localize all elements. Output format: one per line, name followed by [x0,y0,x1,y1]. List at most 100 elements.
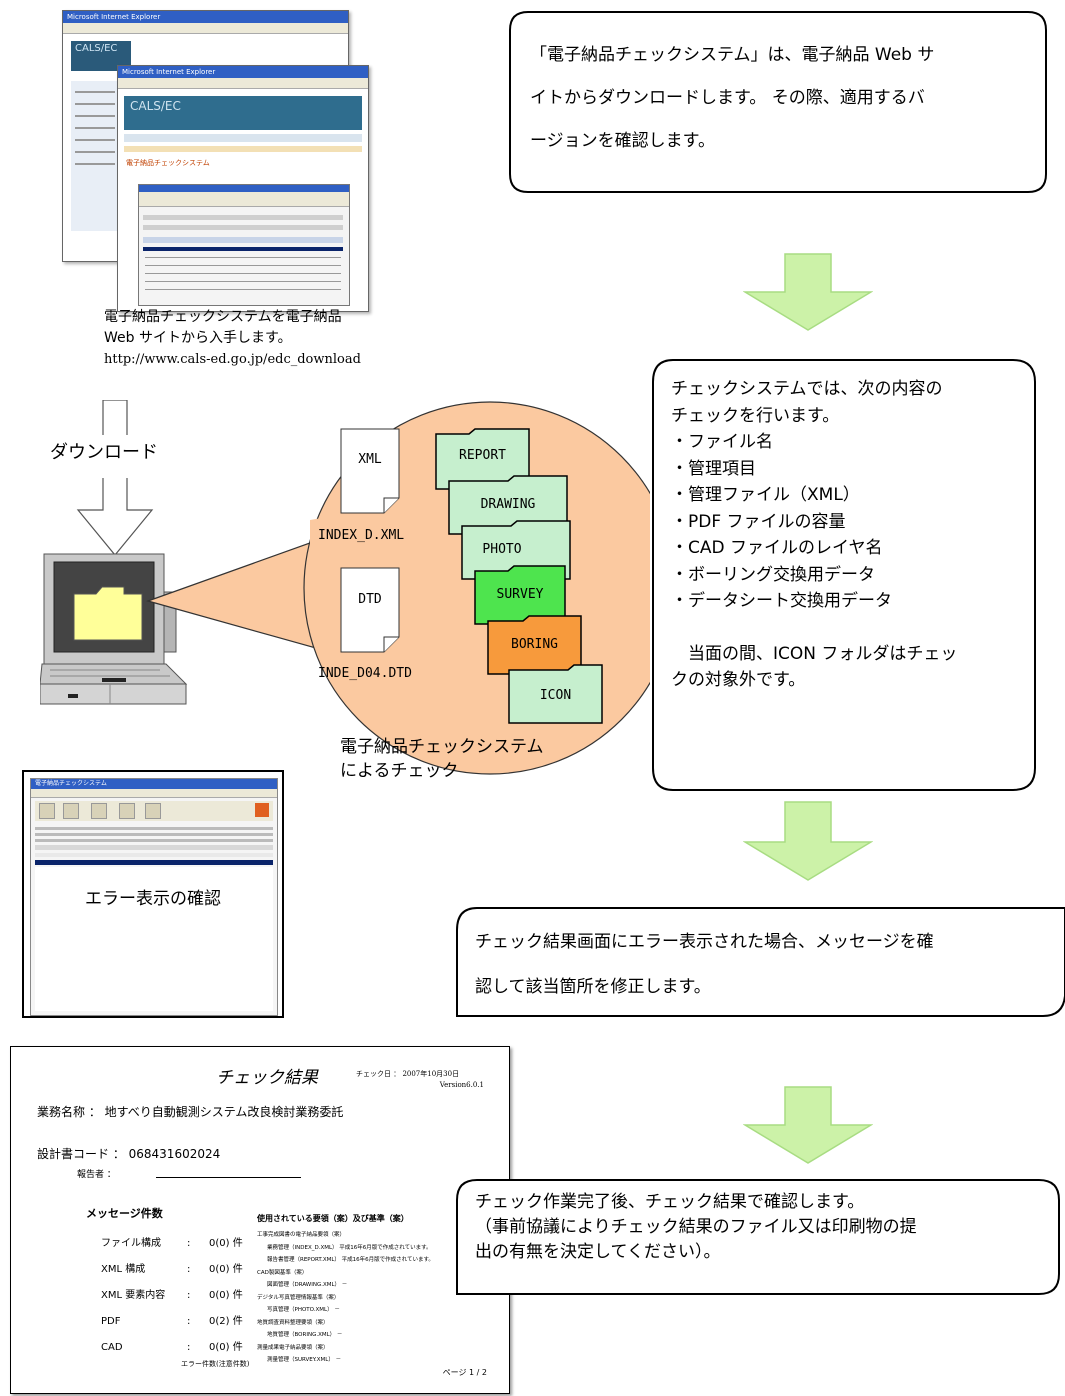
error-callout: チェック結果画面にエラー表示された場合、メッセージを確 認して該当箇所を修正しま… [455,906,1065,1018]
report-standard: デジタル写真管理情報基準（案） [257,1294,340,1301]
check-item: ・データシート交換用データ [671,591,892,611]
intro-text-line-3: ージョンを確認します。 [530,131,715,151]
report-standard: 地質管理（BORING.XML） － [267,1332,343,1338]
error-screen-frame: 電子納品チェックシステム エラー表示の確認 [22,770,284,1018]
sidebar-block [71,81,121,231]
folder-label-boring: BORING [511,637,558,652]
download-url[interactable]: http://www.cals-ed.go.jp/edc_download [104,352,361,367]
site-page-heading: 電子納品チェックシステム [126,159,210,167]
folder-label-report: REPORT [459,448,506,463]
report-standard: 図面管理（DRAWING.XML） － [267,1282,348,1288]
report-row-name: CAD [101,1342,123,1353]
report-business-name: 業務名称 ： 地すべり自動観測システム改良検討業務委託 [37,1105,344,1119]
check-result-report: チェック結果 チェック日 ： 2007年10月30日 Version6.0.1 … [10,1046,510,1394]
report-row-colon: : [187,1290,191,1301]
report-title: チェック結果 [216,1068,318,1088]
report-row-count: 0(2) 件 [209,1316,243,1327]
report-standard: 地質調査資料整理要領（案） [257,1319,329,1326]
error-app-titlebar: 電子納品チェックシステム [31,779,277,789]
report-row: XML 構成 : 0(0) 件 [101,1257,261,1283]
check-note-line-1: 当面の間、ICON フォルダはチェッ [688,643,958,664]
report-row-name: XML 要素内容 [101,1290,166,1301]
browser-window-front: Microsoft Internet Explorer CALS/EC 電子納品… [117,65,369,312]
report-row-count: 0(0) 件 [209,1238,243,1249]
check-item: ・PDF ファイルの容量 [671,511,846,532]
report-standard: 業務管理（INDEX_D.XML） 平成16年6月版で作成されています。 [267,1244,432,1251]
website-caption: 電子納品チェックシステムを電子納品 Web サイトから入手します。 http:/… [104,307,444,370]
check-intro-line-2: チェックを行います。 [671,405,840,426]
report-row-count: 0(0) 件 [209,1264,243,1275]
folder-icon [508,664,603,724]
report-standard: 写真管理（PHOTO.XML） － [267,1307,340,1313]
intro-callout: 「電子納品チェックシステム」は、電子納品 Web サ イトからダウンロードします… [508,10,1048,194]
report-standard: 測量成果電子納品要領（案） [257,1344,329,1351]
error-text-line-1: チェック結果画面にエラー表示された場合、メッセージを確 [475,932,934,952]
report-row-name: XML 構成 [101,1264,146,1275]
report-row-count: 0(0) 件 [209,1290,243,1301]
folder-report: REPORT [435,428,530,490]
browser-titlebar: Microsoft Internet Explorer [63,11,348,23]
check-contents-callout: チェックシステムでは、次の内容の チェックを行います。 ・ファイル名 ・管理項目… [651,358,1037,792]
check-item: ・CAD ファイルのレイヤ名 [671,538,883,558]
folder-icon [461,520,571,580]
xml-file-name: INDEX_D.XML [318,528,405,543]
check-item: ・管理項目 [671,458,756,479]
report-row-name: ファイル構成 [101,1238,161,1249]
report-row-colon: : [187,1316,191,1327]
report-design-code: 設計書コード ： 068431602024 [37,1147,221,1161]
report-error-note: エラー件数(注意件数) [181,1360,250,1368]
flow-arrow-2 [743,801,873,881]
circle-caption-line-2: によるチェック [340,761,459,781]
final-callout-frame [456,1179,1060,1295]
report-row: CAD : 0(0) 件 [101,1335,261,1361]
website-caption-line-2: Web サイトから入手します。 [104,330,292,346]
final-text-line-1: チェック作業完了後、チェック結果で確認します。 [475,1192,865,1212]
report-standards-heading: 使用されている要領（案）及び基準（案） [257,1214,409,1223]
report-row: ファイル構成 : 0(0) 件 [101,1231,261,1257]
flow-arrow-3 [743,1086,873,1164]
report-row-count: 0(0) 件 [209,1342,243,1353]
website-screenshot: Microsoft Internet Explorer CALS/EC Micr… [62,10,369,312]
check-item: ・ボーリング交換用データ [671,564,875,585]
final-text-line-3: 出の有無を決定してください）。 [475,1242,721,1262]
error-callout-frame [456,907,1065,1017]
report-row-colon: : [187,1342,191,1353]
browser-menubar [63,23,348,34]
report-row-colon: : [187,1238,191,1249]
embedded-app-window [138,184,350,306]
report-row-colon: : [187,1264,191,1275]
folder-icon-folder: ICON [508,664,603,724]
report-standards-list: 工事完成図書の電子納品要領（案） 業務管理（INDEX_D.XML） 平成16年… [257,1229,502,1367]
monitor-folder-icon [73,586,143,641]
xml-file-icon [340,428,400,514]
dtd-file-name: INDE_D04.DTD [318,666,412,681]
intro-text-line-2: イトからダウンロードします。 その際、適用するバ [530,88,925,108]
dtd-file-icon-label: DTD [358,592,382,607]
error-app-window: 電子納品チェックシステム [30,778,278,1016]
report-standard: CAD製図基準（案） [257,1269,308,1276]
report-row: PDF : 0(2) 件 [101,1309,261,1335]
circle-caption: 電子納品チェックシステム によるチェック [340,735,544,783]
report-check-date: チェック日 ： 2007年10月30日 [356,1070,460,1078]
folder-drawing: DRAWING [448,475,568,535]
check-intro-line-1: チェックシステムでは、次の内容の [671,379,943,399]
browser-menubar-front [118,78,368,89]
intro-callout-frame [509,11,1047,193]
folder-survey: SURVEY [474,565,566,625]
browser-titlebar-front: Microsoft Internet Explorer [118,66,368,78]
intro-text-line-1: 「電子納品チェックシステム」は、電子納品 Web サ [530,45,935,65]
error-screen-label: エラー表示の確認 [85,889,221,909]
error-app-toolbar [35,801,273,821]
dtd-file-icon [340,567,400,653]
download-label: ダウンロード [50,442,158,463]
folder-label-drawing: DRAWING [480,497,536,512]
website-caption-line-1: 電子納品チェックシステムを電子納品 [104,309,342,325]
check-item: ・管理ファイル（XML） [671,485,860,505]
report-row: XML 要素内容 : 0(0) 件 [101,1283,261,1309]
folder-label-photo: PHOTO [482,542,522,557]
folder-label-survey: SURVEY [496,587,544,602]
report-page-number: ページ 1 / 2 [442,1368,487,1377]
final-text-line-2: （事前協議によりチェック結果のファイル又は印刷物の提 [475,1217,917,1237]
site-banner: CALS/EC [124,96,362,130]
report-message-count-heading: メッセージ件数 [86,1207,163,1220]
